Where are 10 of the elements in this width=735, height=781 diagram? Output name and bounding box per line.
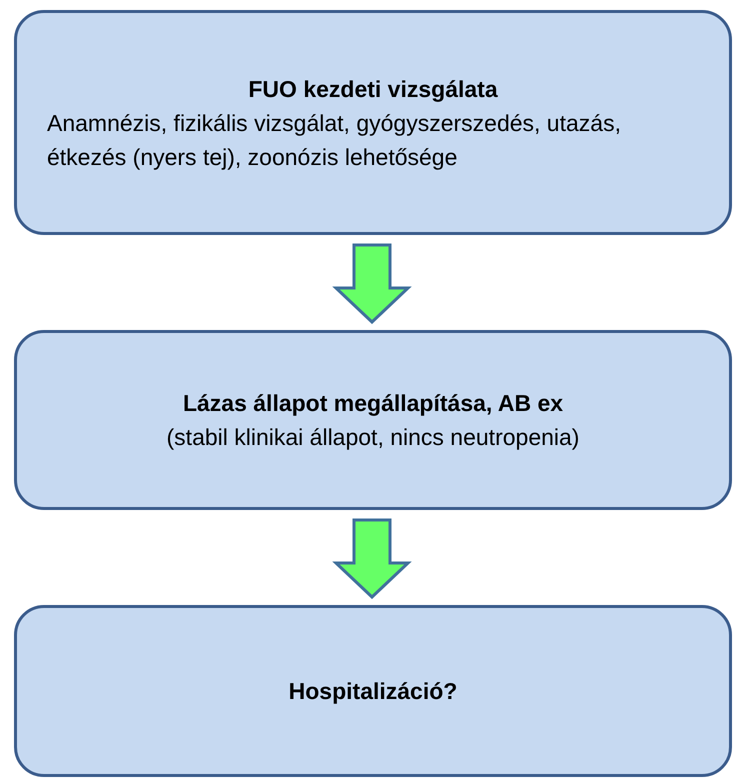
block-arrow — [332, 244, 412, 324]
box-heading: Lázas állapot megállapítása, AB ex — [182, 389, 564, 418]
process-box — [14, 605, 732, 777]
process-box — [14, 330, 732, 510]
box-heading: FUO kezdeti vizsgálata — [247, 74, 499, 104]
block-arrow — [332, 518, 412, 600]
process-box — [14, 10, 732, 235]
box-text: Anamnézis, fizikális vizsgálat, gyógyszerszedés, utazás, étkezés (nyers tej), zoonózis lehetősége — [47, 108, 622, 172]
box-text: (stabil klinikai állapot, nincs neutropenia) — [166, 423, 580, 452]
box-heading: Hospitalizáció? — [288, 677, 458, 706]
